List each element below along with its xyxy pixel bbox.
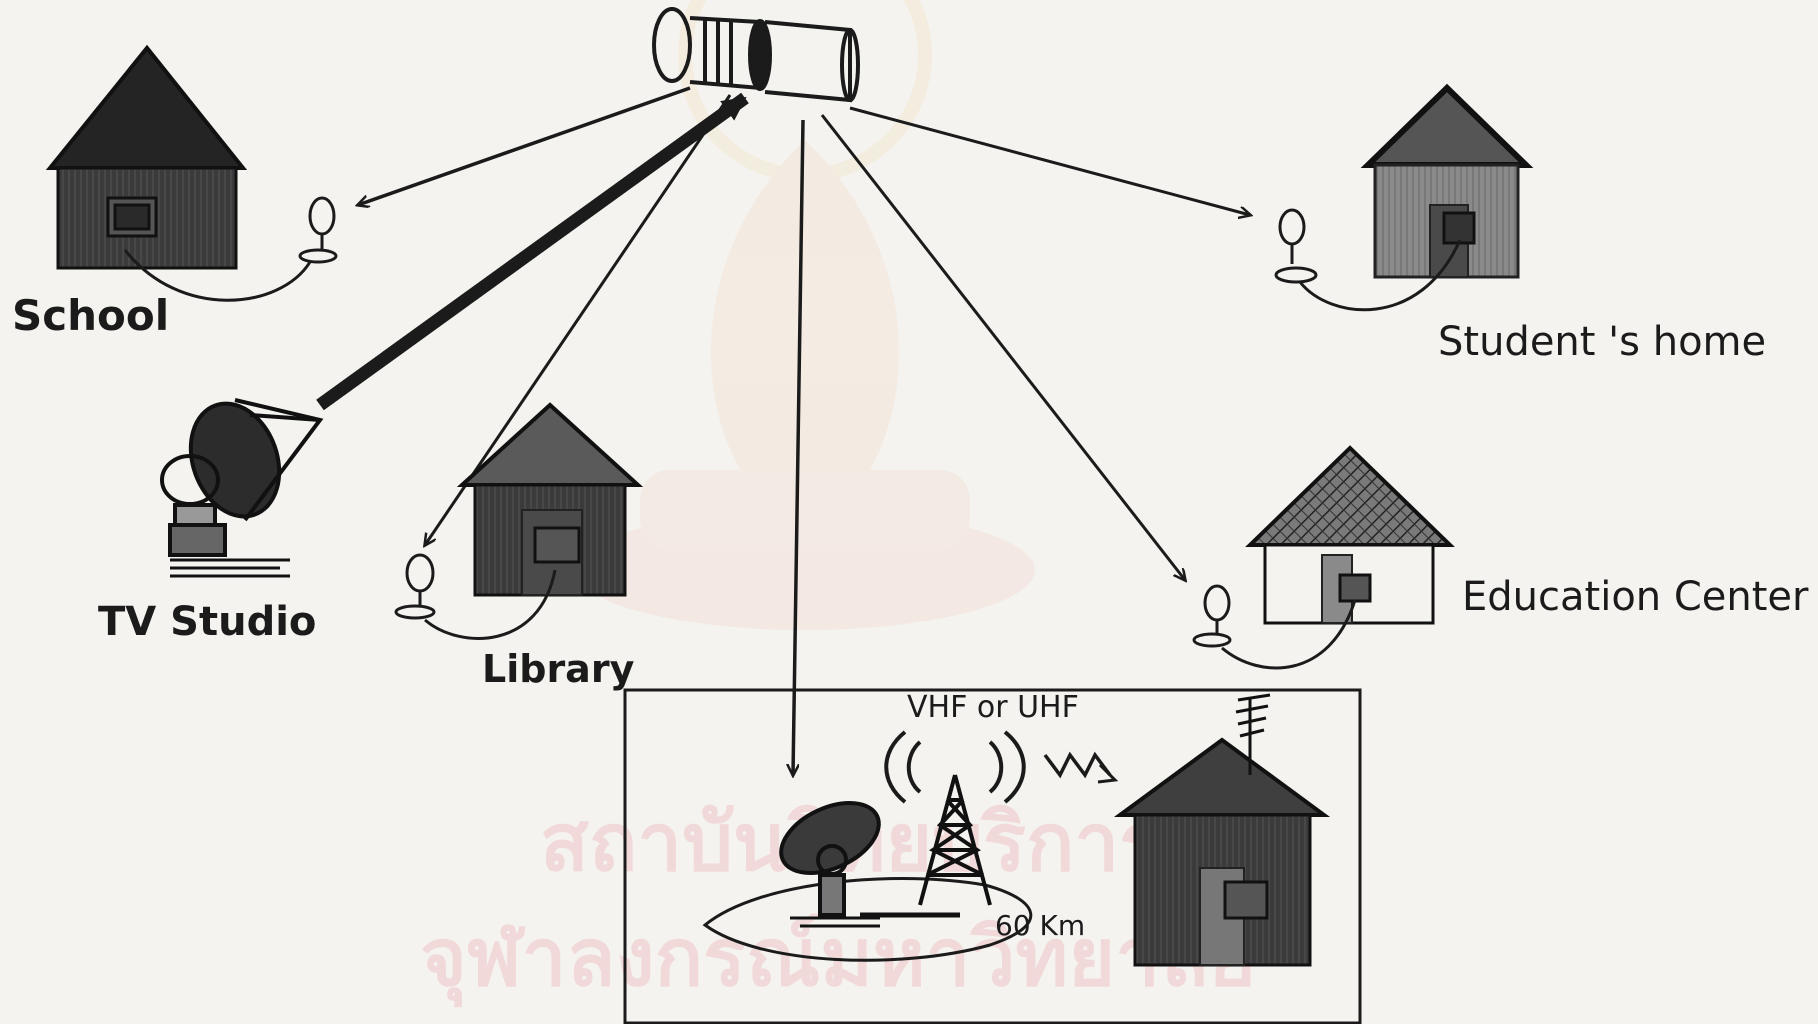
arrow-icon: [358, 86, 691, 205]
school-label: School: [12, 291, 169, 340]
signal-arrows: [316, 86, 1250, 775]
student-home-label: Student 's home: [1438, 319, 1766, 365]
house-icon: [1245, 445, 1455, 625]
watermark-seal: [575, 0, 1035, 630]
transmission-tower-icon: [860, 774, 992, 918]
tv-set-icon: [106, 196, 158, 238]
satellite-icon: [652, 7, 860, 103]
education-center-label: Education Center: [1462, 574, 1809, 620]
arrow-icon: [849, 106, 1250, 215]
broadcast-band-label: VHF or UHF: [907, 690, 1079, 725]
radio-waves-icon: [884, 730, 1119, 804]
tv-set-icon: [1338, 573, 1372, 603]
tv-studio-dish-icon: [160, 398, 324, 578]
tv-set-icon: [533, 526, 581, 564]
tv-studio-label: TV Studio: [98, 599, 316, 645]
satellite-dish-icon: [1192, 584, 1357, 670]
satellite-dish-icon: [123, 196, 338, 302]
house-icon: [456, 402, 644, 597]
terrestrial-rebroadcast-panel: VHF or UHF: [623, 688, 1362, 1024]
house-icon: [45, 44, 248, 270]
house-icon: [1360, 83, 1534, 279]
library-label: Library: [482, 647, 635, 691]
arrow-icon: [820, 114, 1185, 580]
satellite-dish-icon: [394, 553, 557, 640]
arrow-icon: [793, 119, 805, 775]
panel-frame: [623, 688, 1362, 1024]
satellite-dish-icon: [779, 801, 881, 928]
satellite-dish-icon: [1274, 208, 1462, 312]
distance-label: 60 Km: [995, 909, 1085, 942]
tv-antenna-icon: [1235, 693, 1271, 775]
house-icon: [1113, 737, 1331, 967]
tv-set-icon: [1442, 211, 1476, 245]
tv-set-icon: [1223, 880, 1269, 920]
uplink-arrow: [316, 92, 749, 411]
